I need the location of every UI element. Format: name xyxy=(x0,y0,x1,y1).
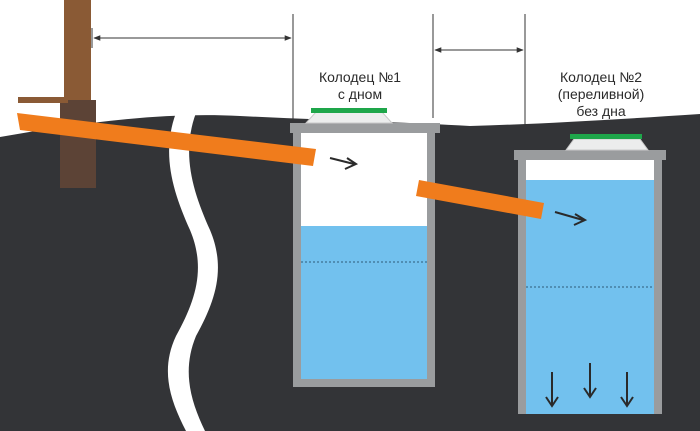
drain-arrow-1 xyxy=(545,372,559,408)
well2-bottom-gap xyxy=(518,414,662,431)
well1-water xyxy=(301,226,427,379)
drain-arrow-2 xyxy=(583,363,597,399)
well1-name: Колодец №1 xyxy=(318,69,402,85)
overflow-pipe xyxy=(416,180,544,219)
well2-name: Колодец №2 xyxy=(559,69,643,85)
well1-lid-seal xyxy=(311,108,387,113)
well2-label: Колодец №2 (переливной) без дна xyxy=(533,69,669,120)
house-post-underground xyxy=(60,100,96,188)
house-post xyxy=(64,0,91,100)
house-floor-beam xyxy=(18,97,68,103)
well1-top-ring xyxy=(290,123,440,133)
house-pipe xyxy=(17,113,316,166)
well2-lid xyxy=(565,138,649,151)
flow-arrow-well2 xyxy=(554,211,588,226)
well1-lid xyxy=(304,111,394,124)
well1-subtitle: с дном xyxy=(337,86,383,102)
drain-arrow-3 xyxy=(620,372,634,408)
break-line xyxy=(167,108,218,431)
well2-lid-seal xyxy=(570,134,642,139)
well2-subtitle: (переливной) xyxy=(557,86,645,102)
well2-top-ring xyxy=(514,150,666,160)
well1-label: Колодец №1 с дном xyxy=(298,69,422,103)
well2-air-gap xyxy=(526,160,654,180)
flow-arrow-well1 xyxy=(329,157,359,170)
well2-note: без дна xyxy=(576,103,626,119)
